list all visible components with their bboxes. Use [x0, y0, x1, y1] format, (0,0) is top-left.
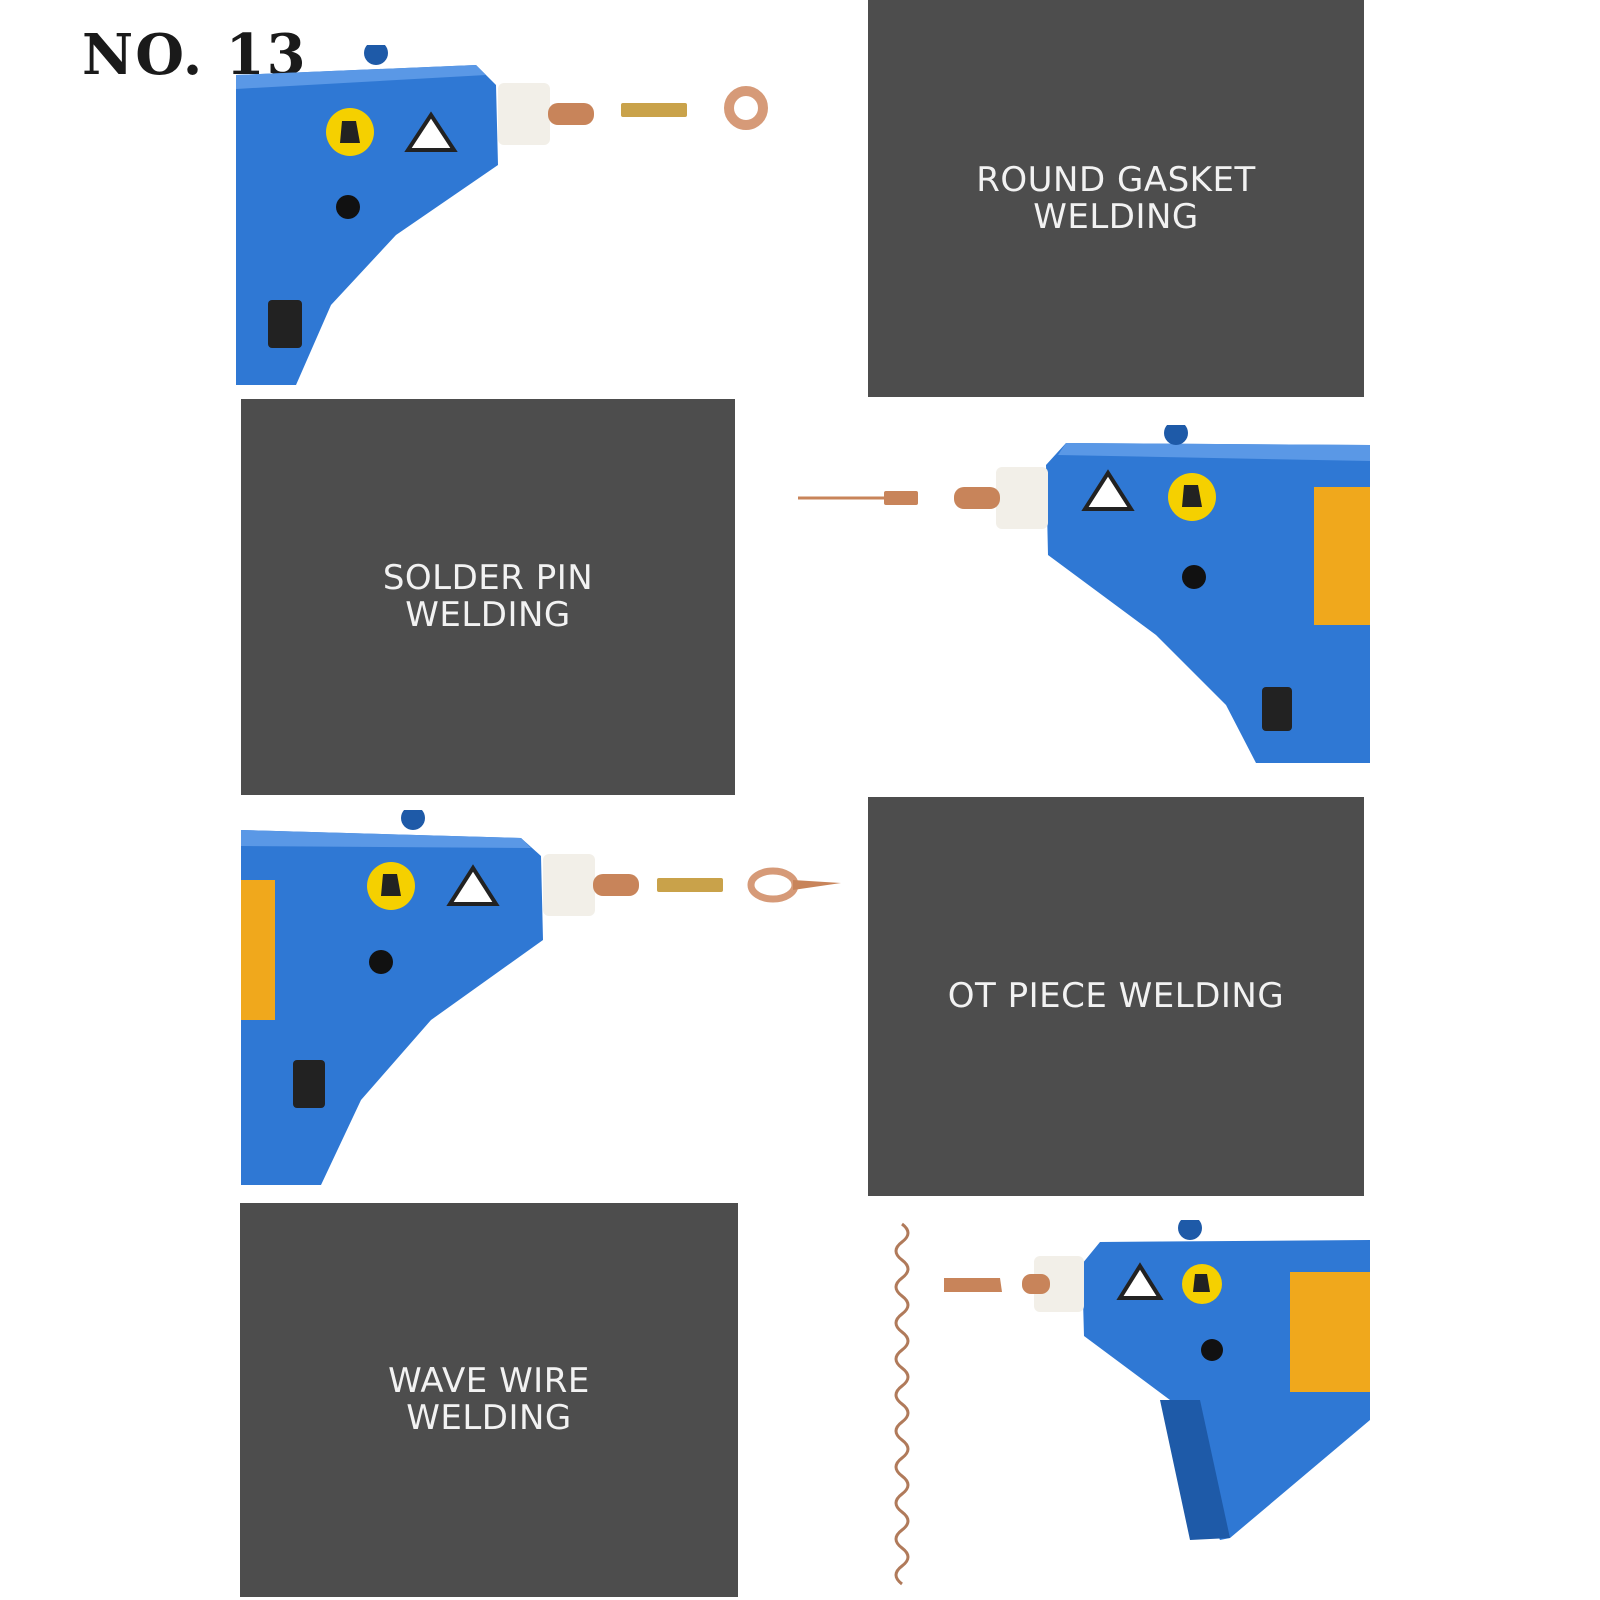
wave-wire-panel: WAVE WIRE WELDING [240, 1203, 738, 1597]
solder-pin-panel: SOLDER PIN WELDING [241, 399, 735, 795]
solder-pin-label: SOLDER PIN WELDING [382, 558, 594, 635]
ot-piece-panel: OT PIECE WELDING [868, 797, 1364, 1196]
spot-welder-gun-image-3 [241, 810, 841, 1185]
spot-welder-gun-image-1 [236, 45, 796, 385]
round-gasket-panel: ROUND GASKET WELDING [868, 0, 1364, 397]
round-gasket-label: ROUND GASKET WELDING [976, 159, 1256, 237]
spot-welder-gun-image-4 [890, 1220, 1370, 1595]
ot-piece-label: OT PIECE WELDING [947, 976, 1285, 1016]
wave-wire-label: WAVE WIRE WELDING [388, 1361, 590, 1438]
spot-welder-gun-image-2 [796, 425, 1370, 763]
